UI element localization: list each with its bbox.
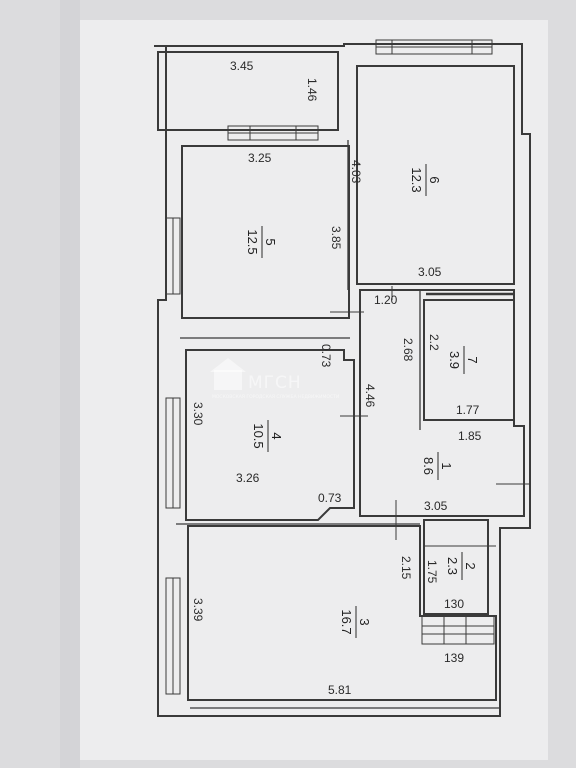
dim-room3-side: 3.39 bbox=[191, 598, 205, 622]
watermark-roof-icon bbox=[210, 358, 246, 372]
window-left-room-3 bbox=[165, 577, 181, 695]
dim-hall-bottom: 3.05 bbox=[424, 499, 448, 513]
room-label-6: 6 12.3 bbox=[409, 164, 442, 196]
room-1-outline bbox=[359, 289, 525, 517]
svg-text:5: 5 bbox=[263, 238, 278, 245]
dim-hall-side: 2.68 bbox=[401, 338, 415, 362]
dim-room6-side: 4.03 bbox=[349, 160, 363, 184]
dim-hall-bottom-right: 1.85 bbox=[458, 429, 482, 443]
room-6-outline bbox=[356, 65, 515, 285]
dim-room5-side: 3.85 bbox=[329, 226, 343, 250]
dim-room2-bottom: 130 bbox=[444, 597, 464, 611]
svg-text:12.5: 12.5 bbox=[245, 229, 260, 254]
paper-sheet bbox=[78, 20, 548, 760]
dim-room4-side: 3.30 bbox=[191, 402, 205, 426]
room-label-1: 1 8.6 bbox=[421, 452, 454, 480]
dim-balcony-width: 1.46 bbox=[305, 78, 319, 102]
room-2-outline bbox=[423, 519, 489, 615]
room-label-3: 3 16.7 bbox=[339, 606, 372, 638]
watermark: МГСН МОСКОВСКАЯ ГОРОДСКАЯ СЛУЖБА НЕДВИЖИ… bbox=[210, 358, 339, 400]
dim-room3-right: 2.15 bbox=[399, 556, 413, 580]
dim-room7-height: 2.2 bbox=[427, 334, 441, 351]
window-top-right bbox=[375, 39, 493, 55]
svg-text:6: 6 bbox=[427, 176, 442, 183]
window-balcony bbox=[227, 125, 319, 141]
room-label-4: 4 10.5 bbox=[251, 420, 284, 452]
room-3-outline bbox=[187, 525, 497, 701]
svg-text:3.9: 3.9 bbox=[447, 351, 462, 369]
window-left-room-5 bbox=[165, 217, 181, 295]
svg-text:1: 1 bbox=[439, 462, 454, 469]
dim-room3-bottom: 5.81 bbox=[328, 683, 352, 697]
dim-hall-top: 1.20 bbox=[374, 293, 398, 307]
paper-shadow bbox=[60, 0, 80, 768]
window-closet bbox=[421, 615, 495, 645]
svg-text:8.6: 8.6 bbox=[421, 457, 436, 475]
svg-text:3: 3 bbox=[357, 618, 372, 625]
dim-room7-bottom: 1.77 bbox=[456, 403, 480, 417]
svg-text:2.3: 2.3 bbox=[445, 557, 460, 575]
svg-text:2: 2 bbox=[463, 562, 478, 569]
room-label-2: 2 2.3 bbox=[445, 552, 478, 580]
room-5-outline bbox=[181, 145, 350, 319]
room-4-outline bbox=[185, 349, 355, 521]
svg-text:16.7: 16.7 bbox=[339, 609, 354, 634]
dim-room5-top: 3.25 bbox=[248, 151, 272, 165]
balcony-outline bbox=[157, 51, 339, 131]
room-label-5: 5 12.5 bbox=[245, 226, 278, 258]
svg-text:7: 7 bbox=[465, 356, 480, 363]
dim-balcony-length: 3.45 bbox=[230, 59, 254, 73]
svg-text:12.3: 12.3 bbox=[409, 167, 424, 192]
room-label-7: 7 3.9 bbox=[447, 346, 480, 374]
svg-text:4: 4 bbox=[269, 432, 284, 439]
dim-room4-bottom: 3.26 bbox=[236, 471, 260, 485]
watermark-text: МГСН bbox=[248, 373, 302, 393]
dim-room4-notch-top: 0.73 bbox=[319, 344, 333, 368]
watermark-subtext: МОСКОВСКАЯ ГОРОДСКАЯ СЛУЖБА НЕДВИЖИМОСТИ bbox=[212, 394, 339, 400]
watermark-house-icon bbox=[214, 370, 242, 390]
dim-room4-notch-bottom: 0.73 bbox=[318, 491, 342, 505]
outer-wall bbox=[154, 43, 531, 717]
window-left-room-4 bbox=[165, 397, 181, 509]
svg-text:10.5: 10.5 bbox=[251, 423, 266, 448]
dim-hall-length: 4.46 bbox=[363, 384, 377, 408]
dim-room2-side: 1.75 bbox=[425, 560, 439, 584]
dim-room6-bottom: 3.05 bbox=[418, 265, 442, 279]
dim-room3-closet: 139 bbox=[444, 651, 464, 665]
